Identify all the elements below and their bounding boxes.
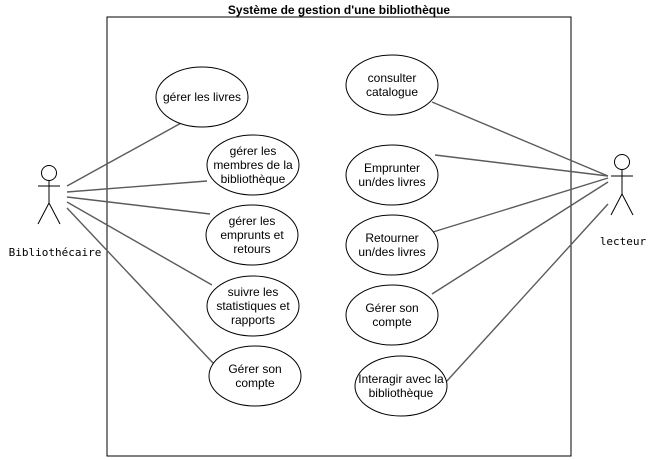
- association-reader-return-books: [432, 177, 609, 233]
- use-case-librarian-account-ellipse: [208, 345, 302, 407]
- use-case-manage-members-line: membres de la: [213, 158, 293, 172]
- use-case-browse-catalog-line: catalogue: [366, 85, 418, 99]
- use-case-manage-loans-line: emprunts et: [220, 228, 284, 242]
- actor-reader-head: [614, 154, 630, 170]
- use-case-browse-catalog-ellipse: [345, 54, 439, 116]
- association-reader-borrow-books: [434, 154, 609, 177]
- use-case-manage-books-line: gérer les livres: [163, 90, 241, 104]
- use-case-statistics-ellipse: [206, 275, 300, 337]
- actor-reader[interactable]: lecteur: [600, 154, 647, 249]
- association-librarian-librarian-account: [66, 207, 214, 364]
- actor-reader-right-leg: [621, 193, 634, 216]
- use-case-manage-loans-line: retours: [233, 242, 270, 256]
- use-case-manage-loans-line: gérer les: [229, 214, 276, 228]
- use-case-manage-books-ellipse: [155, 66, 249, 128]
- association-reader-reader-account: [431, 181, 609, 295]
- actor-librarian-label: Bibliothécaire: [9, 246, 102, 259]
- use-case-manage-members-ellipse: [206, 134, 300, 196]
- use-case-return-books-line: un/des livres: [358, 245, 425, 259]
- use-case-interact-library-line: Interagir avec la: [358, 372, 444, 386]
- association-reader-interact-library: [445, 203, 609, 383]
- association-reader-browse-catalog: [431, 101, 609, 177]
- associations-layer: [66, 101, 609, 383]
- association-librarian-statistics: [66, 201, 213, 286]
- use-case-librarian-account-line: Gérer son: [228, 362, 281, 376]
- use-case-browse-catalog-line: consulter: [368, 71, 417, 85]
- use-case-statistics-line: statistiques et: [216, 299, 290, 313]
- use-case-statistics-line: rapports: [231, 313, 275, 327]
- system-title: Système de gestion d'une bibliothèque: [228, 3, 451, 17]
- association-librarian-manage-members: [66, 180, 208, 193]
- actor-reader-label: lecteur: [600, 235, 647, 248]
- actor-librarian-head: [41, 165, 57, 181]
- actor-librarian-left-leg: [37, 202, 50, 225]
- use-case-interact-library-line: bibliothèque: [369, 386, 434, 400]
- use-case-return-books-line: Retourner: [365, 231, 418, 245]
- use-case-manage-loans-ellipse: [205, 204, 299, 266]
- use-case-borrow-books-line: Emprunter: [364, 161, 420, 175]
- actor-reader-left-leg: [610, 193, 623, 216]
- use-case-manage-books[interactable]: gérer les livres: [155, 66, 249, 128]
- actor-librarian-right-leg: [48, 202, 61, 225]
- use-case-manage-members-line: bibliothèque: [221, 172, 286, 186]
- use-case-reader-account-ellipse: [345, 284, 439, 346]
- use-case-borrow-books-ellipse: [345, 144, 439, 206]
- use-case-statistics-line: suivre les: [228, 285, 279, 299]
- use-case-manage-members-line: gérer les: [230, 144, 277, 158]
- use-case-borrow-books-line: un/des livres: [358, 175, 425, 189]
- actor-librarian[interactable]: Bibliothécaire: [9, 165, 102, 260]
- use-case-reader-account-line: Gérer son: [365, 301, 418, 315]
- association-librarian-manage-loans: [66, 196, 211, 215]
- use-case-reader-account-line: compte: [372, 315, 412, 329]
- use-case-interact-library-ellipse: [354, 355, 448, 417]
- use-case-return-books-ellipse: [345, 214, 439, 276]
- use-case-librarian-account-line: compte: [235, 376, 275, 390]
- association-librarian-manage-books: [66, 121, 184, 187]
- use-case-manage-books-label: gérer les livres: [163, 90, 241, 104]
